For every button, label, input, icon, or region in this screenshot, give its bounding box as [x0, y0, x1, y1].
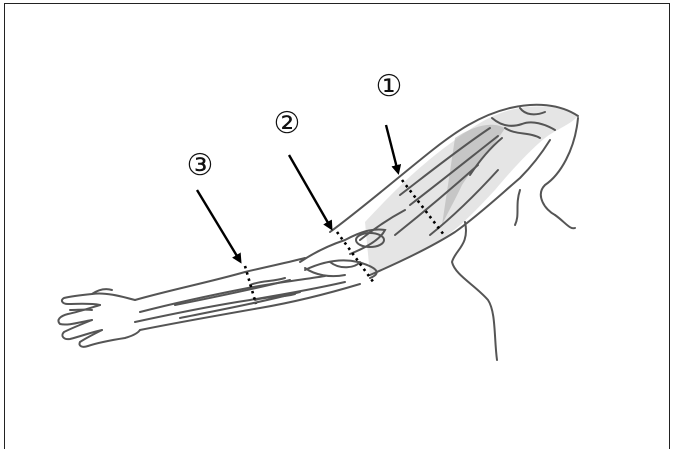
arrow-3 [197, 190, 240, 261]
marker-label-3: ③ [187, 148, 214, 183]
arrow-2 [289, 155, 331, 228]
marker-label-1: ① [376, 69, 403, 104]
forearm [135, 258, 360, 330]
arrow-1 [386, 125, 398, 172]
hand [58, 289, 140, 347]
marker-label-2: ② [274, 106, 301, 141]
